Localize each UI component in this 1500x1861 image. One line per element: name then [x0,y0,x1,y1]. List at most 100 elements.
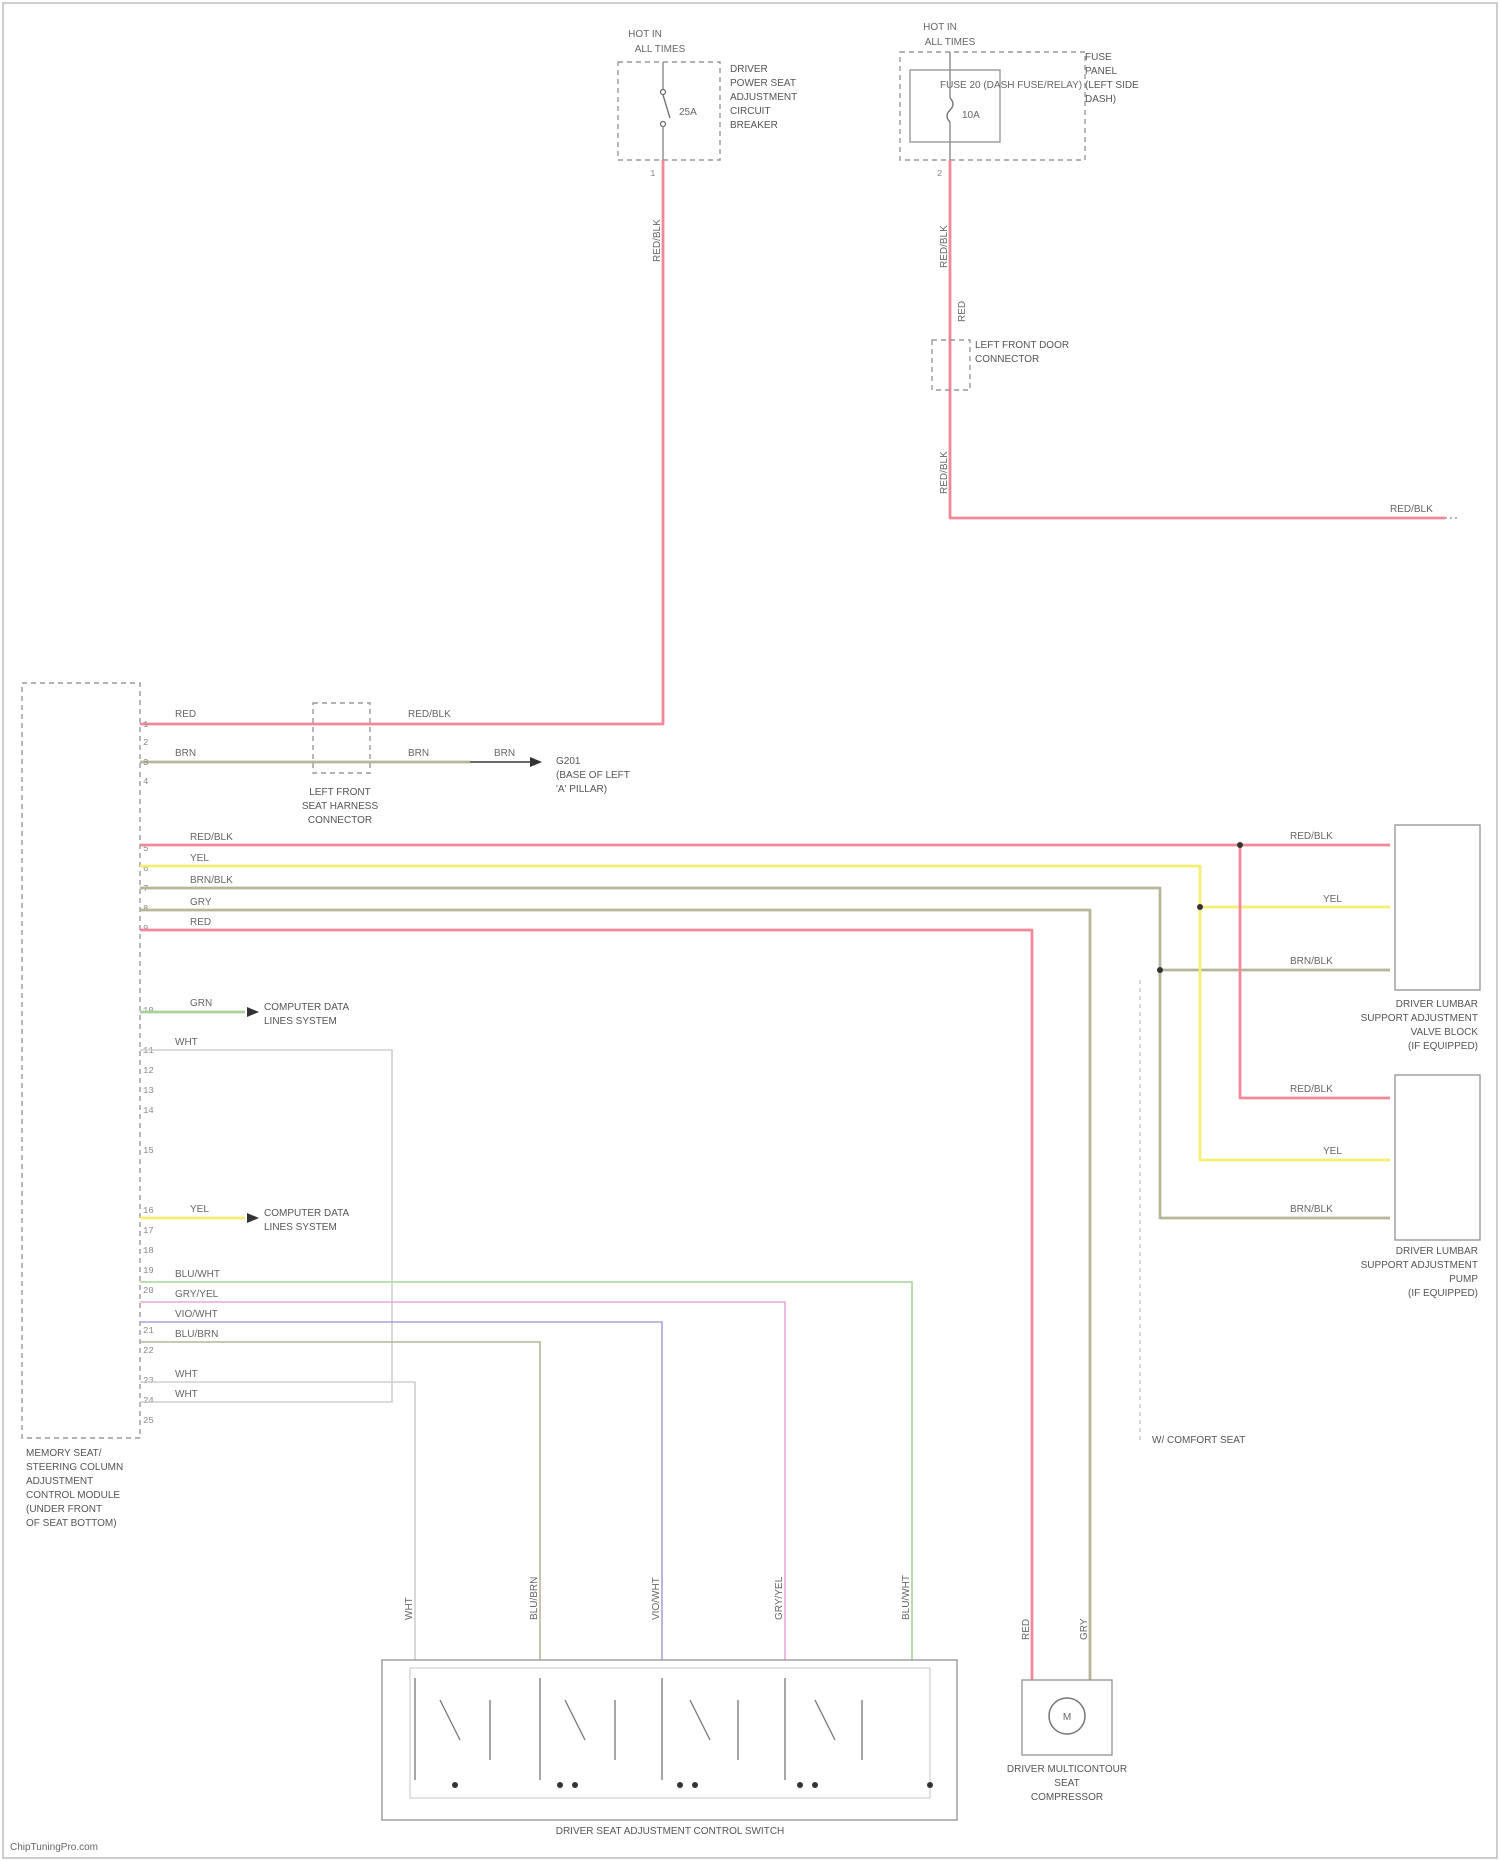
svg-text:LEFT FRONT: LEFT FRONT [309,787,370,798]
wire-label-pump-a: RED/BLK [1290,831,1333,842]
breaker-pin: 1 [650,169,655,179]
footer-watermark: ChipTuningPro.com [10,1842,98,1853]
svg-text:ADJUSTMENT: ADJUSTMENT [730,92,797,103]
comfort-seat-note: W/ COMFORT SEAT [1152,1435,1245,1446]
svg-text:CONNECTOR: CONNECTOR [308,815,372,826]
wire-label-g1: GRN [190,998,212,1009]
fuse-symbol [947,98,953,122]
svg-text:14: 14 [143,1106,154,1116]
svg-text:DRIVER LUMBAR: DRIVER LUMBAR [1396,1246,1478,1257]
svg-text:15: 15 [143,1146,154,1156]
splice-3 [1157,967,1163,973]
bottom-label-2: BLU/BRN [529,1577,540,1620]
svg-text:VALVE BLOCK: VALVE BLOCK [1411,1027,1479,1038]
svg-text:SEAT: SEAT [1054,1778,1079,1789]
bottom-label-4: GRY/YEL [774,1576,785,1620]
svg-text:OF SEAT BOTTOM): OF SEAT BOTTOM) [26,1518,117,1529]
wire-label-w3: BRN/BLK [190,875,233,886]
svg-text:2: 2 [143,738,148,748]
wire-label-m3: VIO/WHT [175,1309,218,1320]
compressor-label: DRIVER MULTICONTOUR SEAT COMPRESSOR [1007,1764,1127,1803]
wire-label-m4: BLU/BRN [175,1329,218,1340]
lumbar-valve-block [1395,825,1480,990]
wire-label-top-horizontal: RED/BLK [1390,504,1433,515]
wire-pump-yellow [140,866,1390,907]
wire-lower-red-blk [1240,845,1390,1098]
bottom-label-1: WHT [404,1597,415,1620]
harness-wire-red-out: RED/BLK [408,709,451,720]
wire-lower-yellow [1200,907,1390,1160]
svg-text:22: 22 [143,1346,154,1356]
svg-text:SUPPORT ADJUSTMENT: SUPPORT ADJUSTMENT [1361,1260,1478,1271]
fuse-inner-label: FUSE 20 (DASH FUSE/RELAY) [940,80,1082,91]
breaker-arm [663,95,670,118]
data-lines-label-2: COMPUTER DATA LINES SYSTEM [264,1208,350,1233]
breaker-rating: 25A [679,107,697,118]
seat-control-switch [382,1660,957,1820]
bottom-label-5: BLU/WHT [901,1575,912,1620]
door-connector-label: LEFT FRONT DOOR CONNECTOR [975,340,1069,365]
svg-text:PANEL: PANEL [1085,66,1117,77]
svg-text:POWER SEAT: POWER SEAT [730,78,796,89]
breaker-label: DRIVER POWER SEAT ADJUSTMENT CIRCUIT BRE… [730,64,797,131]
svg-text:24: 24 [143,1396,154,1406]
breaker-contact-top [661,90,666,95]
fuse-rating: 10A [962,110,980,121]
harness-wire-tan-out: BRN [408,748,429,759]
wire-lower-brn-blk [1160,970,1390,1218]
data-arrow-1 [247,1007,259,1017]
svg-text:(UNDER FRONT: (UNDER FRONT [26,1504,102,1515]
svg-text:LEFT FRONT DOOR: LEFT FRONT DOOR [975,340,1069,351]
svg-text:23: 23 [143,1376,154,1386]
wire-switch-gry-yel [140,1302,785,1660]
comp-label-2: GRY [1079,1618,1090,1640]
svg-text:DRIVER LUMBAR: DRIVER LUMBAR [1396,999,1478,1010]
svg-text:DASH): DASH) [1085,94,1116,105]
svg-text:12: 12 [143,1066,154,1076]
splice-1 [1237,842,1243,848]
hot-label-right: HOT IN [923,22,957,33]
data-lines-label-1: COMPUTER DATA LINES SYSTEM [264,1002,350,1027]
data-arrow-2 [247,1213,259,1223]
wire-label-w5: RED [190,917,211,928]
switch-contact-dots [452,1782,933,1788]
svg-text:4: 4 [143,777,148,787]
wire-switch-vio-wht [140,1322,662,1660]
svg-text:MEMORY SEAT/: MEMORY SEAT/ [26,1448,102,1459]
svg-text:STEERING COLUMN: STEERING COLUMN [26,1462,123,1473]
bottom-label-3: VIO/WHT [651,1577,662,1620]
wire-switch-blu-brn [140,1342,540,1660]
svg-text:25: 25 [143,1416,154,1426]
svg-text:DRIVER: DRIVER [730,64,768,75]
fuse-panel-box [900,52,1085,160]
harness-wire-red-in: RED [175,709,196,720]
svg-text:PUMP: PUMP [1449,1274,1478,1285]
svg-text:(IF EQUIPPED): (IF EQUIPPED) [1408,1288,1478,1299]
svg-text:21: 21 [143,1326,154,1336]
svg-text:(IF EQUIPPED): (IF EQUIPPED) [1408,1041,1478,1052]
circuit-breaker-box [618,62,720,160]
switch-contacts [415,1678,862,1780]
switch-label: DRIVER SEAT ADJUSTMENT CONTROL SWITCH [556,1826,785,1837]
wire-left-breaker-feed [140,160,663,724]
seat-harness-label: LEFT FRONT SEAT HARNESS CONNECTOR [302,787,379,826]
svg-text:ADJUSTMENT: ADJUSTMENT [26,1476,93,1487]
wire-label-right-v3: RED/BLK [939,451,950,494]
splice-2 [1197,904,1203,910]
svg-text:SEAT HARNESS: SEAT HARNESS [302,801,379,812]
fuse-pin: 2 [937,169,942,179]
svg-text:CONTROL MODULE: CONTROL MODULE [26,1490,120,1501]
svg-text:'A' PILLAR): 'A' PILLAR) [556,784,607,795]
seat-switch-inner [410,1668,930,1798]
compressor-motor-m: M [1063,1712,1071,1723]
wire-label-pump-e: YEL [1323,1146,1342,1157]
wire-switch-blu-wht [140,1282,912,1660]
svg-text:G201: G201 [556,756,581,767]
svg-text:CONNECTOR: CONNECTOR [975,354,1039,365]
svg-text:CIRCUIT: CIRCUIT [730,106,771,117]
svg-text:SUPPORT ADJUSTMENT: SUPPORT ADJUSTMENT [1361,1013,1478,1024]
svg-text:(BASE OF LEFT: (BASE OF LEFT [556,770,630,781]
wire-label-w1: RED/BLK [190,832,233,843]
wire-label-right-v2: RED [957,301,968,322]
wire-label-g2: WHT [175,1037,198,1048]
